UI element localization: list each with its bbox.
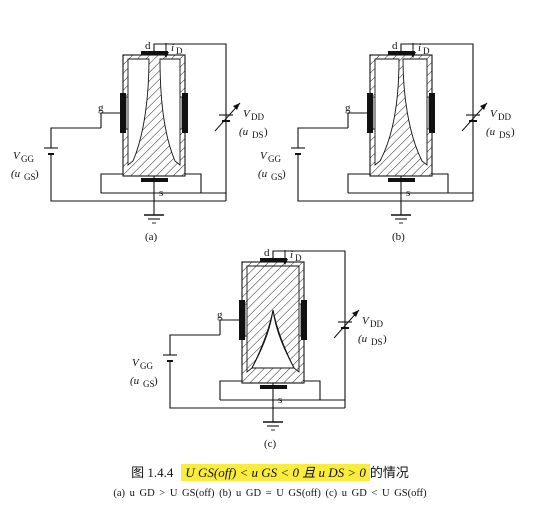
svg-text:): ) [35, 168, 39, 180]
current-label: i [171, 42, 174, 54]
current-label: i [418, 42, 421, 54]
vgg-label: V [13, 150, 21, 162]
svg-text:): ) [383, 333, 387, 345]
ugs-label: (u [130, 375, 140, 387]
figure-number: 图 1.4.4 [131, 465, 174, 480]
depletion-b [374, 58, 400, 166]
uds-label: (u [239, 126, 249, 138]
panel-a: d i D g s V GG (u GS ) V DD (u DS ) (a) [11, 40, 268, 243]
ugs-sub: GS [24, 172, 36, 182]
current-sub: D [176, 46, 183, 56]
uds-sub: DS [371, 337, 383, 347]
svg-text:): ) [282, 168, 286, 180]
vdd-sub: DD [370, 319, 383, 329]
panel-b: d i D g s V GG (u GS ) V DD (u DS ) (b) [258, 40, 515, 243]
uds-sub: DS [499, 130, 511, 140]
ugs-label: (u [258, 168, 268, 180]
source-label: s [159, 187, 163, 199]
current-sub: D [295, 253, 302, 263]
drain-label: d [264, 247, 270, 259]
ugs-sub: GS [271, 172, 283, 182]
caption-rest: 的情况 [369, 465, 409, 480]
uds-sub: DS [252, 130, 264, 140]
svg-text:): ) [154, 375, 158, 387]
vdd-sub: DD [251, 112, 264, 122]
vgg-sub: GG [268, 154, 281, 164]
vdd-sub: DD [498, 112, 511, 122]
panel-c: d i D g s V GG (u GS ) V DD (u DS ) (c) [130, 247, 387, 450]
vgg-label: V [132, 357, 140, 369]
drain-label: d [145, 40, 151, 52]
gate-label: g [217, 309, 223, 321]
panel-label: (a) [145, 231, 158, 243]
gate-label: g [98, 102, 104, 114]
panel-label: (c) [264, 438, 277, 450]
source-label: s [278, 394, 282, 406]
svg-text:): ) [511, 126, 515, 138]
depletion-a [127, 58, 150, 166]
current-label: i [290, 249, 293, 261]
vgg-sub: GG [21, 154, 34, 164]
svg-text:): ) [264, 126, 268, 138]
drain-label: d [392, 40, 398, 52]
vdd-label: V [243, 108, 251, 120]
vdd-label: V [490, 108, 498, 120]
uds-label: (u [358, 333, 368, 345]
vgg-sub: GG [140, 361, 153, 371]
ugs-label: (u [11, 168, 21, 180]
vdd-label: V [362, 315, 370, 327]
vgg-label: V [260, 150, 268, 162]
ugs-sub: GS [143, 379, 155, 389]
caption-condition: U GS(off) < u GS < 0 且 u DS > 0 [181, 464, 370, 481]
current-sub: D [423, 46, 430, 56]
gate-label: g [345, 102, 351, 114]
panel-label: (b) [392, 231, 405, 243]
figure-subcaption: (a) u GD > U GS(off) (b) u GD = U GS(off… [113, 488, 427, 499]
uds-label: (u [486, 126, 496, 138]
source-label: s [406, 187, 410, 199]
